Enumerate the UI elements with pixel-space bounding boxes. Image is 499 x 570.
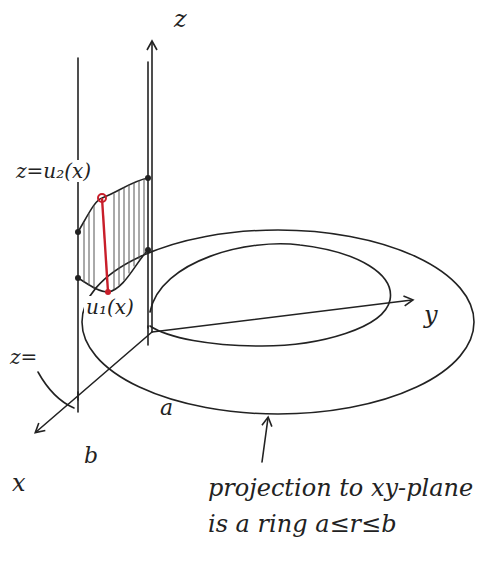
red-segment — [102, 198, 108, 292]
tick — [147, 326, 149, 345]
curve-label: z= — [8, 346, 39, 368]
corner-dots — [75, 175, 151, 281]
bracket — [38, 372, 74, 408]
axis-label: x — [10, 470, 28, 496]
inner-circle — [150, 244, 390, 346]
note: projection to xy-plane is a ring a≤r≤b — [206, 470, 494, 542]
guide-line — [147, 62, 149, 328]
dimension-label: a — [158, 396, 175, 420]
y-axis — [152, 300, 412, 332]
red-dot — [105, 289, 111, 295]
axis-label: y — [422, 302, 440, 328]
curve-label: u₁(x) — [84, 296, 136, 318]
z-axis — [151, 42, 153, 332]
tick — [77, 392, 79, 412]
shading — [84, 179, 144, 289]
x-axis — [36, 332, 152, 432]
axis-label: z — [172, 6, 189, 32]
red-dot — [98, 194, 106, 202]
curve-label: z=u₂(x) — [14, 160, 93, 182]
pointer-arrow — [262, 418, 268, 462]
dimension-label: b — [82, 444, 100, 468]
